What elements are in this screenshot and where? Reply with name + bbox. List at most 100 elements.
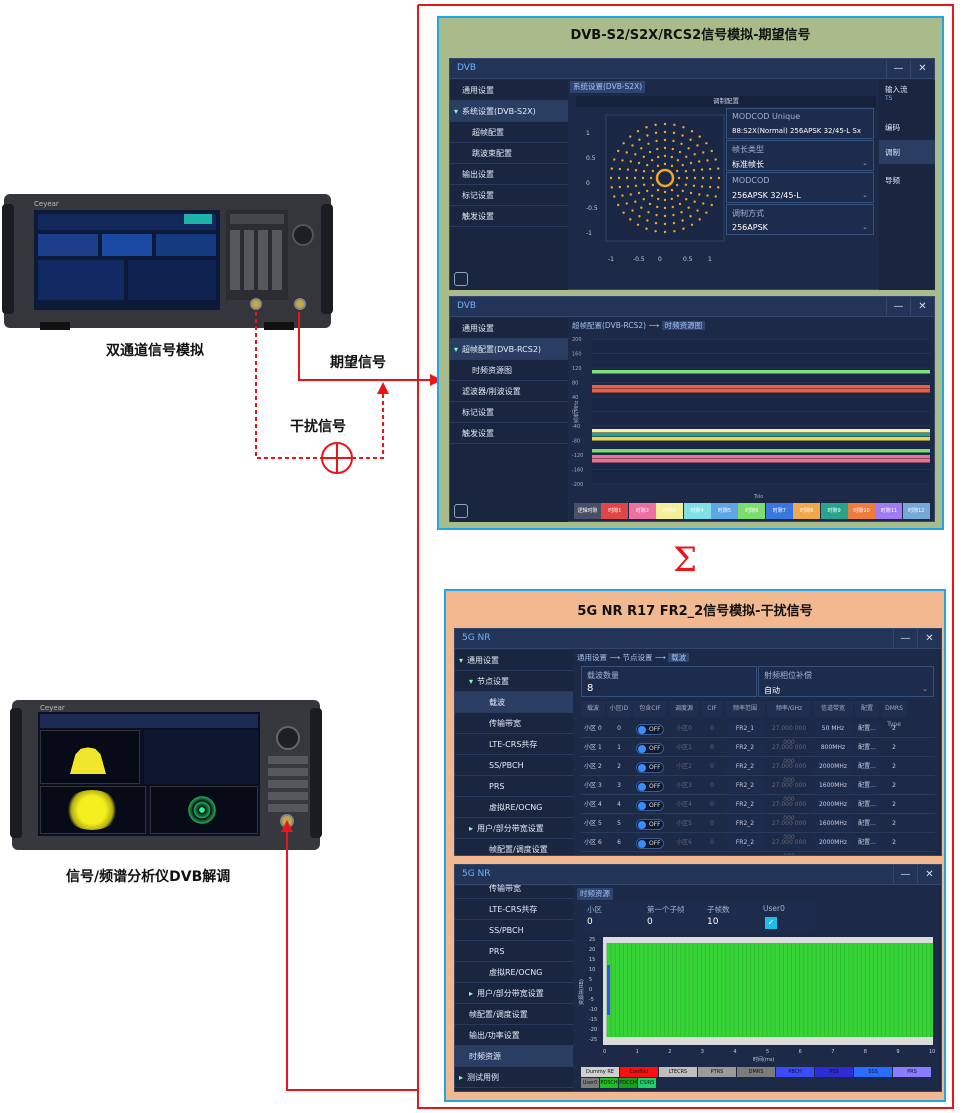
table-cell[interactable]: 配置... xyxy=(855,779,879,793)
sidebar-item-user-bwp[interactable]: ▸用户/部分带宽设置 xyxy=(455,818,573,839)
carrier-count-field[interactable]: 载波数量 8 xyxy=(581,666,757,697)
modulation-field[interactable]: 调制方式 256APSK ⌄ xyxy=(726,204,874,235)
sidebar-item-tx-bw[interactable]: 传输带宽 xyxy=(455,878,573,899)
tab-pilot[interactable]: 导频 xyxy=(885,176,900,185)
cif-toggle[interactable]: OFF xyxy=(636,762,664,773)
sidebar-item-carrier[interactable]: 载波 xyxy=(455,692,573,713)
sidebar-item-sspbch[interactable]: SS/PBCH xyxy=(455,920,573,941)
table-cell[interactable]: FR2_2 xyxy=(725,836,765,850)
sidebar-item-general[interactable]: 通用设置 xyxy=(450,80,568,101)
sidebar-item-sspbch[interactable]: SS/PBCH xyxy=(455,755,573,776)
sidebar-item-prs[interactable]: PRS xyxy=(455,941,573,962)
sidebar-item-frame-sched[interactable]: 帧配置/调度设置 xyxy=(455,1004,573,1025)
cif-toggle[interactable]: OFF xyxy=(636,819,664,830)
cell-value[interactable]: 0 xyxy=(587,917,593,927)
sidebar-item-general[interactable]: 通用设置 xyxy=(450,318,568,339)
sidebar-item-trigger[interactable]: 触发设置 xyxy=(450,206,568,227)
tab-input-stream[interactable]: 输入流 TS xyxy=(885,85,908,102)
table-cell[interactable]: 配置... xyxy=(855,760,879,774)
sidebar-item-marker[interactable]: 标记设置 xyxy=(450,185,568,206)
table-cell[interactable]: 2000MHz xyxy=(813,798,853,812)
table-cell[interactable]: 配置... xyxy=(855,722,879,736)
sidebar-item-tx-bw[interactable]: 传输带宽 xyxy=(455,713,573,734)
sidebar-item-tf-resource[interactable]: 时频资源 xyxy=(455,1046,573,1067)
table-cell[interactable]: 小区2 xyxy=(676,763,692,770)
user0-checkbox[interactable]: ✓ xyxy=(765,917,777,929)
close-button[interactable]: ✕ xyxy=(910,59,934,79)
tab-coding[interactable]: 编码 xyxy=(885,123,900,132)
table-cell[interactable]: 2000MHz xyxy=(813,836,853,850)
minimize-button[interactable]: — xyxy=(893,865,917,885)
sidebar-item-tf-resource[interactable]: 时频资源图 xyxy=(450,360,568,381)
sidebar-item-user-bwp[interactable]: ▸用户/部分带宽设置 xyxy=(455,983,573,1004)
table-cell[interactable]: 1600MHz xyxy=(813,779,853,793)
cif-toggle[interactable]: OFF xyxy=(636,800,664,811)
sidebar-item-lte-crs[interactable]: LTE-CRS共存 xyxy=(455,734,573,755)
sidebar-item-filter[interactable]: 滤波器/削波设置 xyxy=(450,381,568,402)
table-cell[interactable]: 50 MHz xyxy=(813,722,853,736)
table-cell[interactable]: 小区1 xyxy=(676,744,692,751)
phase-comp-field[interactable]: 射频相位补偿 自动 ⌄ xyxy=(758,666,934,697)
breadcrumb[interactable]: 系统设置(DVB-S2X) xyxy=(570,81,646,93)
modcod-field[interactable]: MODCOD 256APSK 32/45-L ⌄ xyxy=(726,172,874,203)
breadcrumb[interactable]: 时频资源 xyxy=(577,888,613,900)
table-cell[interactable]: 2000MHz xyxy=(813,760,853,774)
sidebar-item-trigger[interactable]: 触发设置 xyxy=(450,423,568,444)
table-cell[interactable]: 配置... xyxy=(855,798,879,812)
table-cell[interactable]: 小区4 xyxy=(676,801,692,808)
tab-modulation[interactable]: 调制 xyxy=(879,140,935,164)
sidebar-item-ocng[interactable]: 虚拟RE/OCNG xyxy=(455,962,573,983)
table-cell[interactable]: FR2_2 xyxy=(725,817,765,831)
close-button[interactable]: ✕ xyxy=(910,297,934,317)
table-cell[interactable]: 800MHz xyxy=(813,741,853,755)
table-cell[interactable]: 小区5 xyxy=(676,820,692,827)
table-cell[interactable]: FR2_1 xyxy=(725,722,765,736)
table-cell[interactable]: FR2_2 xyxy=(725,779,765,793)
sidebar-item-output[interactable]: 输出设置 xyxy=(450,164,568,185)
minimize-button[interactable]: — xyxy=(886,59,910,79)
legend-item: Dummy RE xyxy=(581,1067,619,1077)
sidebar-item-marker[interactable]: 标记设置 xyxy=(450,402,568,423)
close-button[interactable]: ✕ xyxy=(917,629,941,649)
cif-toggle[interactable]: OFF xyxy=(636,838,664,849)
sidebar-item-prs[interactable]: PRS xyxy=(455,776,573,797)
table-cell[interactable]: 小区6 xyxy=(676,839,692,846)
sidebar-item-beamhop[interactable]: 跳波束配置 xyxy=(450,143,568,164)
sidebar-item-output-power[interactable]: 输出/功率设置 xyxy=(455,1025,573,1046)
cif-toggle[interactable]: OFF xyxy=(636,743,664,754)
sidebar-item-ocng[interactable]: 虚拟RE/OCNG xyxy=(455,797,573,818)
cif-toggle[interactable]: OFF xyxy=(636,781,664,792)
sidebar-item-node[interactable]: ▾节点设置 xyxy=(455,671,573,692)
table-cell[interactable]: 配置... xyxy=(855,817,879,831)
minimize-button[interactable]: — xyxy=(886,297,910,317)
close-button[interactable]: ✕ xyxy=(917,865,941,885)
table-cell[interactable]: FR2_2 xyxy=(725,798,765,812)
table-cell[interactable]: 配置... xyxy=(855,741,879,755)
minimize-button[interactable]: — xyxy=(893,629,917,649)
sidebar-item-general[interactable]: ▾通用设置 xyxy=(455,650,573,671)
sidebar-item-superframe-rcs2[interactable]: ▾超帧配置(DVB-RCS2) xyxy=(450,339,568,360)
table-cell[interactable]: FR2_2 xyxy=(725,760,765,774)
table-cell[interactable]: 小区0 xyxy=(676,725,692,732)
first-subframe-value[interactable]: 0 xyxy=(647,917,653,927)
sidebar-item-superframe[interactable]: 超帧配置 xyxy=(450,122,568,143)
sidebar-item-test-case[interactable]: ▸测试用例 xyxy=(455,1067,573,1088)
cif-toggle[interactable]: OFF xyxy=(636,724,664,735)
sidebar-item-system[interactable]: ▾系统设置(DVB-S2X) xyxy=(450,101,568,122)
sidebar-item-frame-sched[interactable]: 帧配置/调度设置 xyxy=(455,839,573,855)
frame-length-field[interactable]: 帧长类型 标准帧长 ⌄ xyxy=(726,140,874,171)
table-cell[interactable]: 小区3 xyxy=(676,782,692,789)
modcod-unique-field[interactable]: MODCOD Unique 88:S2X(Normal) 256APSK 32/… xyxy=(726,108,874,139)
table-cell[interactable]: 配置... xyxy=(855,836,879,850)
table-cell[interactable]: 1600MHz xyxy=(813,817,853,831)
sidebar-item-lte-crs[interactable]: LTE-CRS共存 xyxy=(455,899,573,920)
table-cell[interactable]: FR2_2 xyxy=(725,741,765,755)
subframe-count-value[interactable]: 10 xyxy=(707,917,719,927)
